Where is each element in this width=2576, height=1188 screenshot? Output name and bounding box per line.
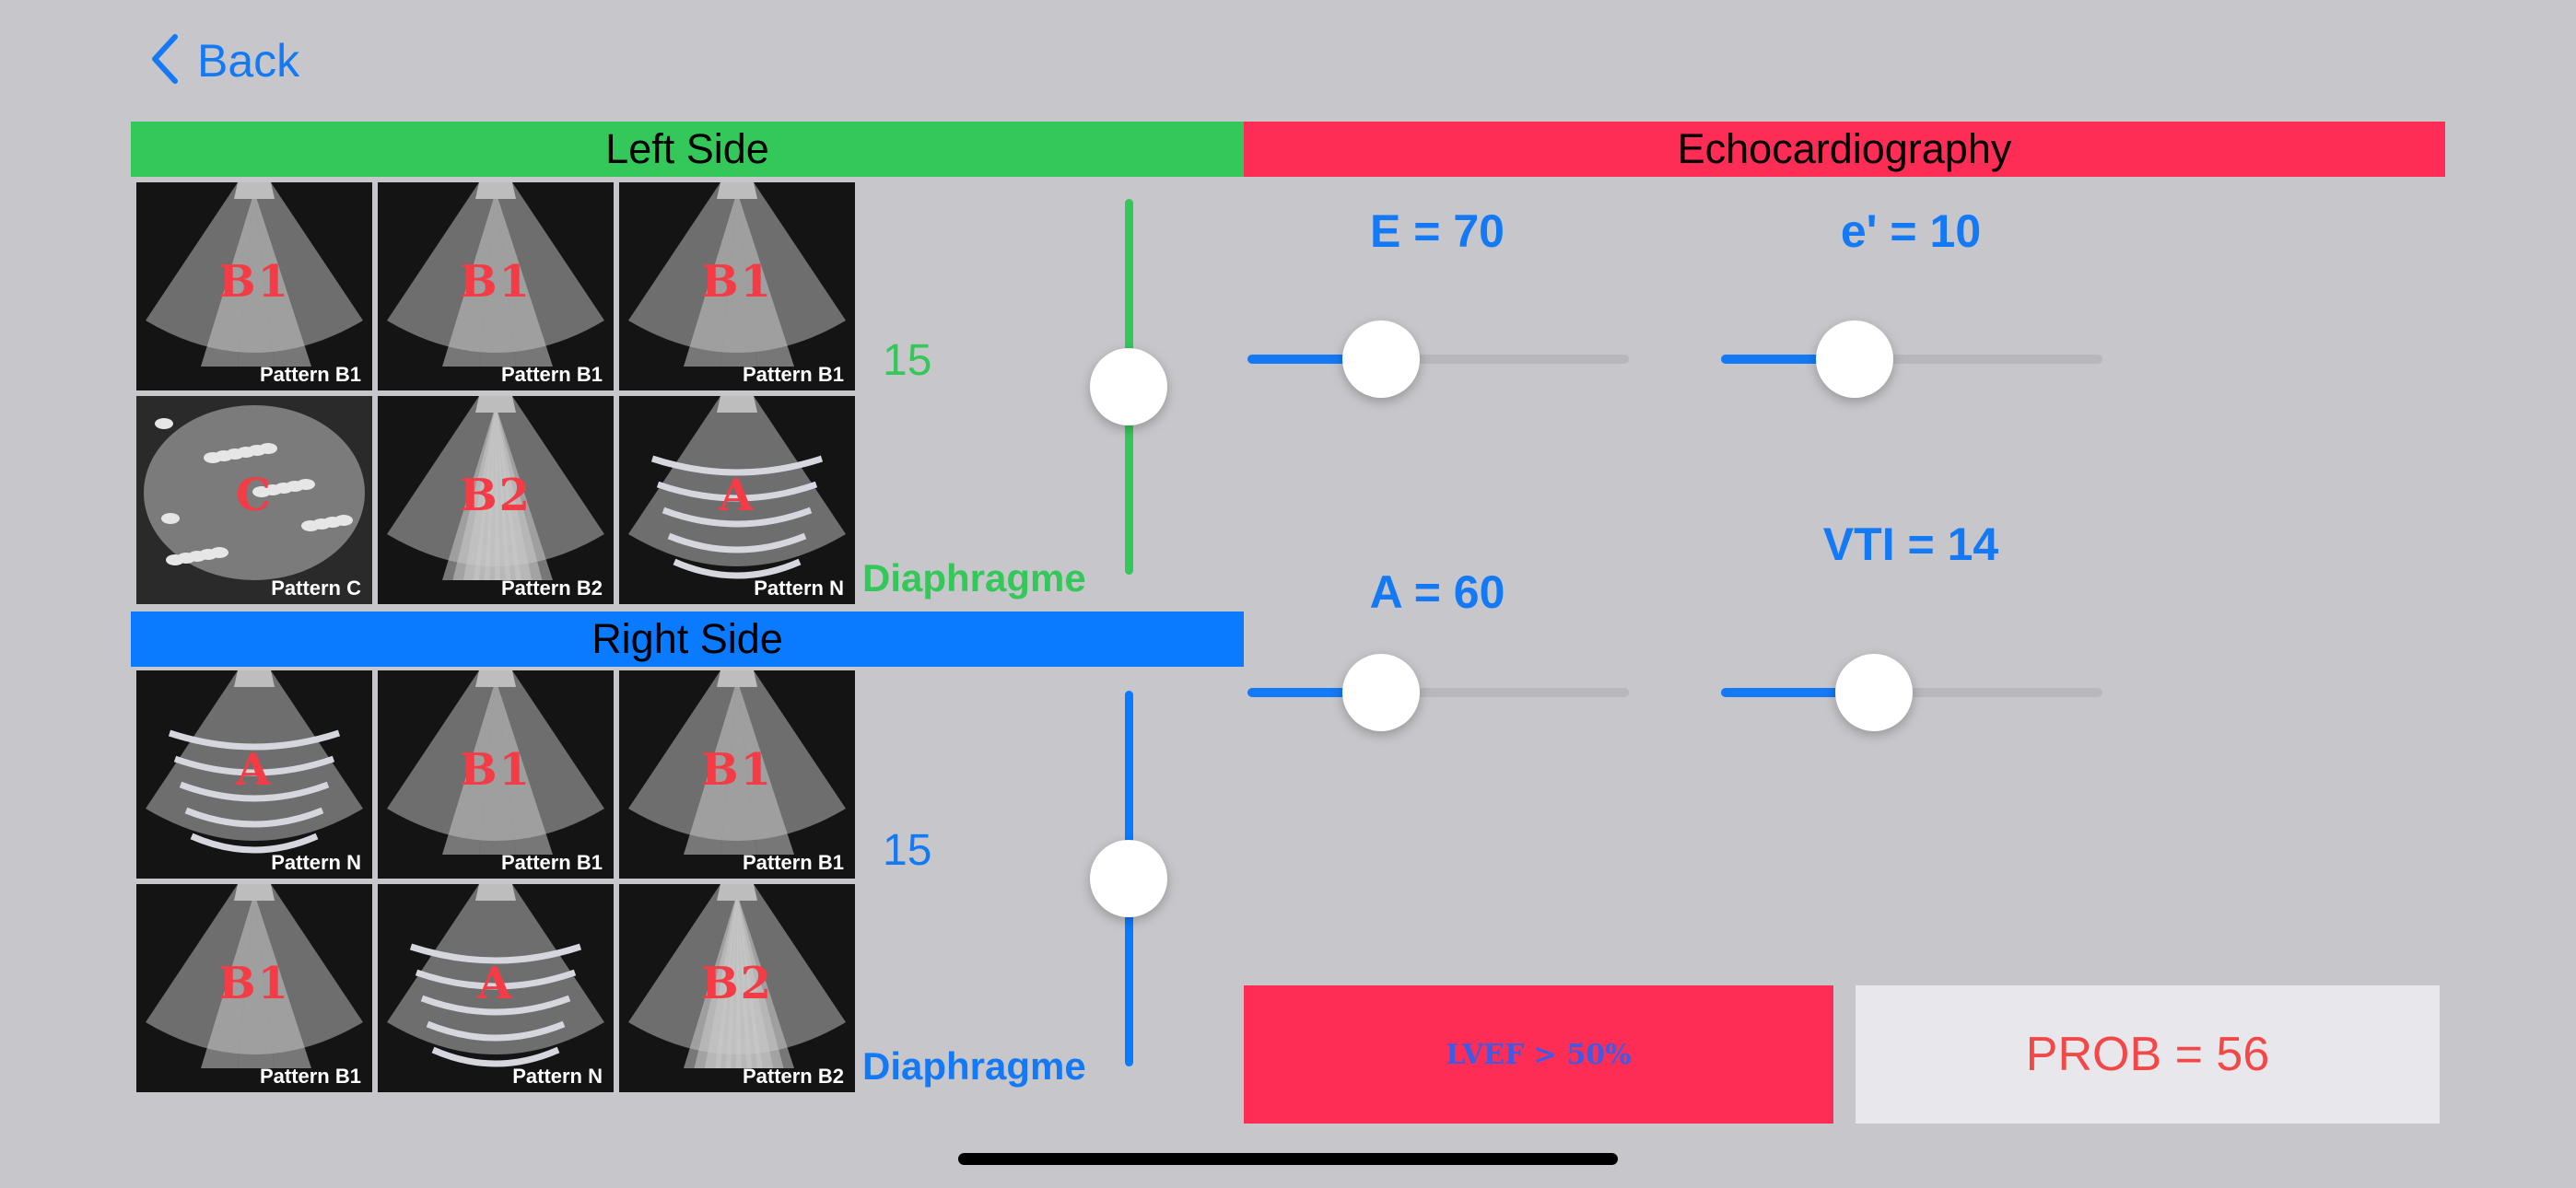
pattern-caption: Pattern B2 <box>742 1065 844 1088</box>
pattern-caption: Pattern B1 <box>259 363 361 386</box>
pattern-letter: B1 <box>701 256 773 308</box>
pattern-caption: Pattern N <box>512 1065 603 1088</box>
e-slider[interactable] <box>1247 320 1629 398</box>
pattern-caption: Pattern C <box>271 577 361 600</box>
pattern-letter: B2 <box>460 470 532 521</box>
ultrasound-tile[interactable]: A Pattern N <box>619 396 855 604</box>
ultrasound-tile[interactable]: A Pattern N <box>136 670 372 879</box>
pattern-caption: Pattern B1 <box>742 363 844 386</box>
echocardiography-header: Echocardiography <box>1244 122 2445 177</box>
pattern-letter: B1 <box>701 744 773 796</box>
pattern-caption: Pattern B1 <box>742 851 844 874</box>
pattern-letter: A <box>477 958 514 1009</box>
e-slider-track <box>1247 355 1629 364</box>
pattern-letter: B1 <box>218 256 290 308</box>
right-diaphragme-label: Diaphragme <box>862 1044 1086 1088</box>
chevron-left-icon <box>147 33 181 89</box>
prob-label: PROB = 56 <box>2025 1028 2270 1081</box>
right-slider-knob[interactable] <box>1090 840 1167 917</box>
pattern-caption: Pattern B1 <box>500 851 603 874</box>
ep-slider-label: e' = 10 <box>1840 205 1982 257</box>
left-count: 15 <box>883 336 932 385</box>
right-vertical-slider[interactable] <box>1087 691 1170 1066</box>
ep-slider-knob[interactable] <box>1815 320 1893 398</box>
pattern-caption: Pattern N <box>754 577 844 600</box>
left-diaphragme-label: Diaphragme <box>862 556 1086 600</box>
ultrasound-tile[interactable]: C Pattern C <box>136 396 372 604</box>
right-side-header: Right Side <box>131 611 1244 667</box>
vti-slider[interactable] <box>1721 654 2102 731</box>
pattern-caption: Pattern N <box>271 851 361 874</box>
home-indicator[interactable] <box>958 1153 1618 1165</box>
vti-slider-label: VTI = 14 <box>1822 518 1999 570</box>
ep-slider-track <box>1721 355 2102 364</box>
back-label: Back <box>197 35 300 87</box>
a-slider-knob[interactable] <box>1341 654 1420 731</box>
back-button[interactable]: Back <box>147 28 299 94</box>
pattern-letter: B1 <box>460 744 532 796</box>
vti-slider-knob[interactable] <box>1834 654 1913 731</box>
left-vertical-slider[interactable] <box>1087 199 1170 575</box>
ultrasound-tile[interactable]: A Pattern N <box>378 884 614 1092</box>
pattern-caption: Pattern B2 <box>500 577 603 600</box>
left-slider-knob[interactable] <box>1090 348 1167 425</box>
pattern-caption: Pattern B1 <box>259 1065 361 1088</box>
pattern-letter: A <box>719 470 755 521</box>
pattern-caption: Pattern B1 <box>500 363 603 386</box>
pattern-letter: C <box>235 470 274 521</box>
ep-slider[interactable] <box>1721 320 2102 398</box>
a-slider-label: A = 60 <box>1369 566 1505 618</box>
pattern-letter: B1 <box>460 256 532 308</box>
pattern-letter: B2 <box>701 958 773 1009</box>
pattern-letter: B1 <box>218 958 290 1009</box>
left-side-header: Left Side <box>131 122 1244 177</box>
right-count: 15 <box>883 826 932 875</box>
a-slider[interactable] <box>1247 654 1629 731</box>
pattern-letter: A <box>236 744 273 796</box>
prob-display: PROB = 56 <box>1856 985 2440 1124</box>
a-slider-track <box>1247 688 1629 697</box>
lvef-result-button[interactable]: LVEF > 50% <box>1244 985 1833 1124</box>
e-slider-label: E = 70 <box>1370 205 1505 257</box>
lvef-label: LVEF > 50% <box>1446 1038 1632 1071</box>
e-slider-knob[interactable] <box>1341 320 1420 398</box>
